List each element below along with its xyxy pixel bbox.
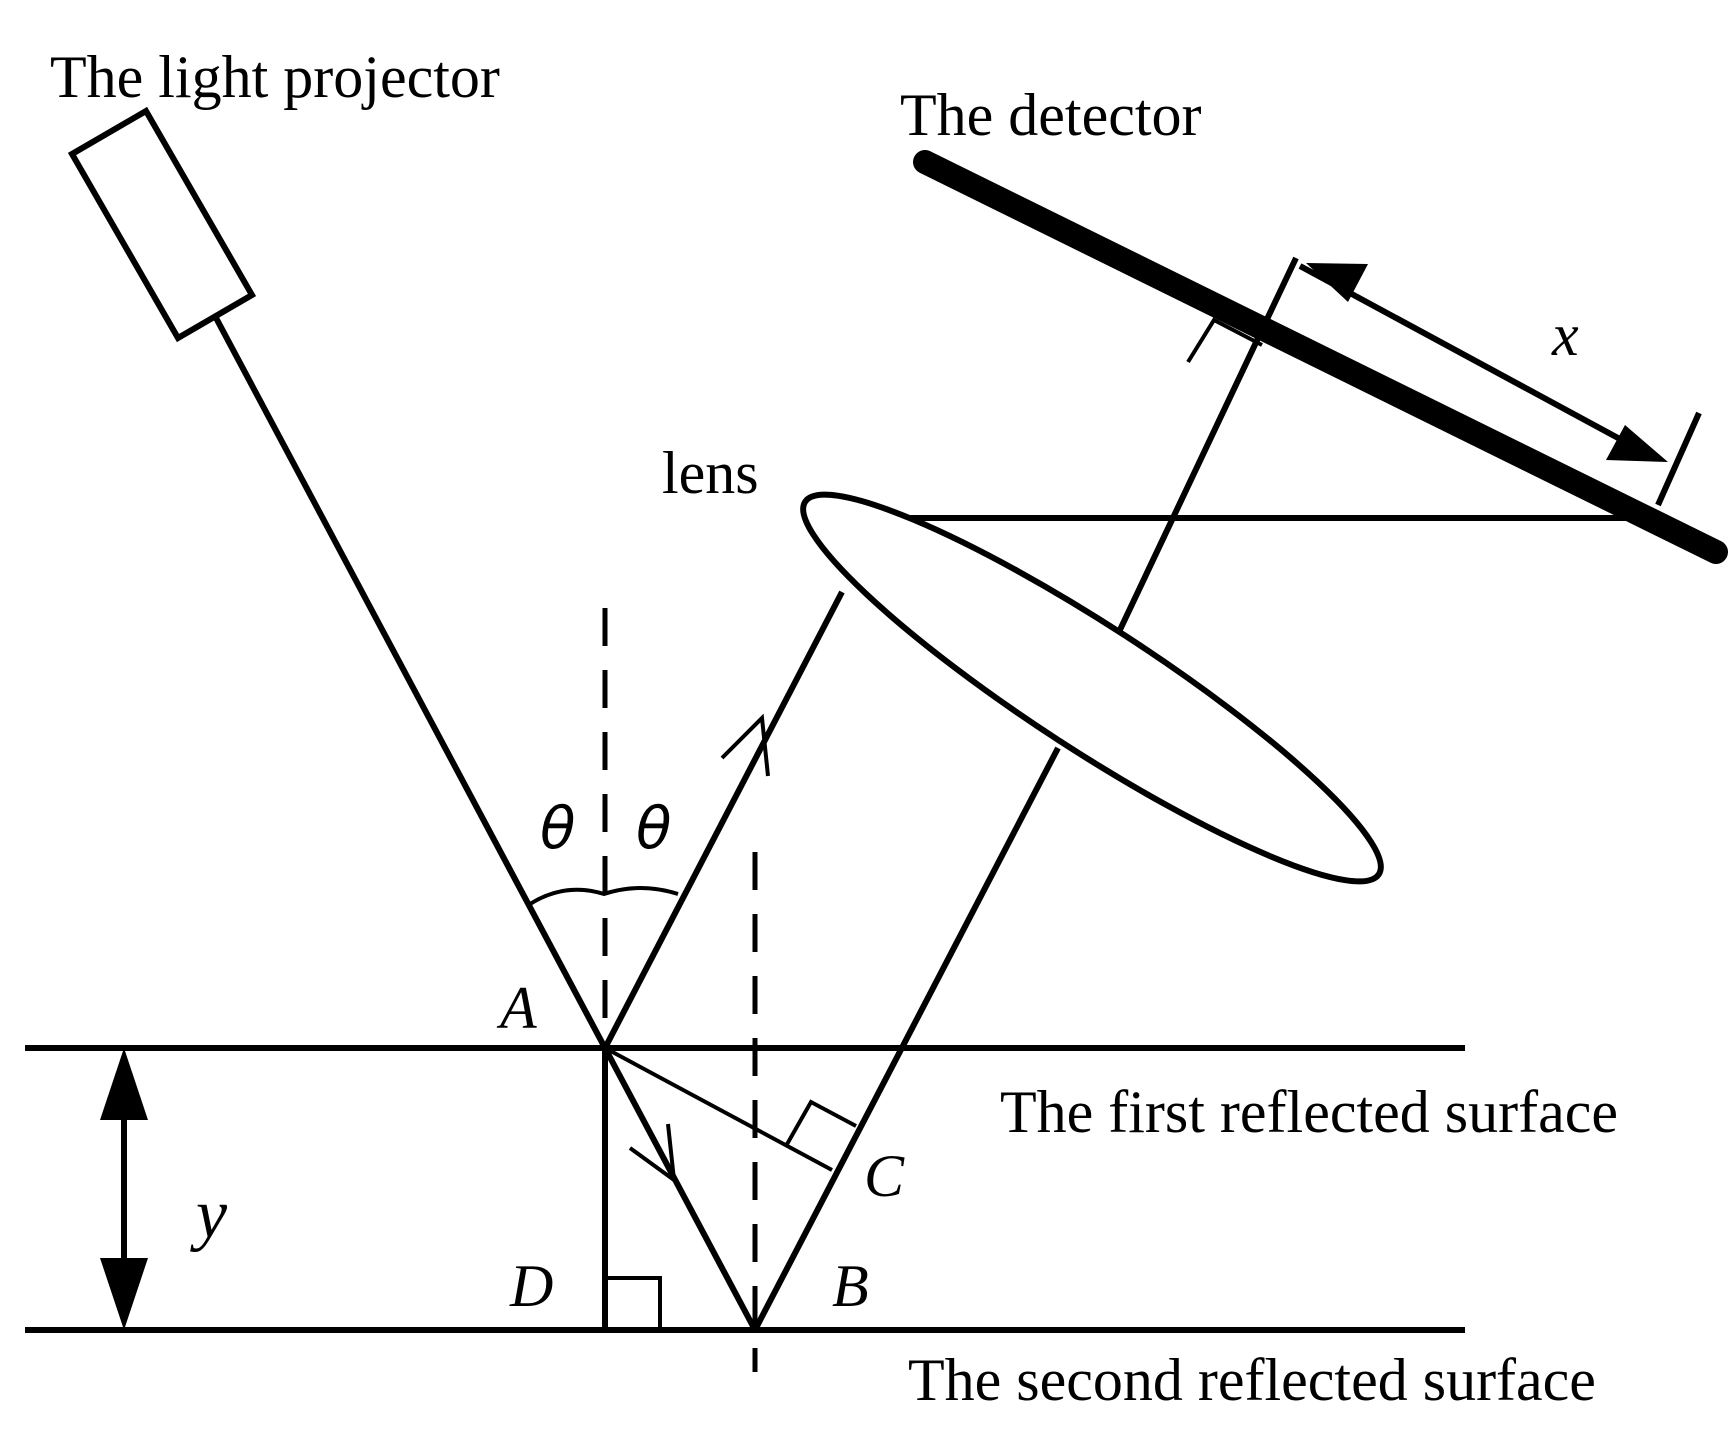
perpendicular-ac bbox=[604, 1046, 833, 1172]
y-arrowhead-top bbox=[100, 1048, 148, 1120]
point-a-label: A bbox=[496, 975, 537, 1041]
second-surface-label: The second reflected surface bbox=[908, 1347, 1596, 1413]
x-end-tick bbox=[1655, 411, 1702, 507]
x-dimension-line bbox=[1298, 263, 1657, 461]
light-projector-body bbox=[67, 106, 257, 343]
right-angle-mark-d bbox=[605, 1276, 662, 1330]
point-d-label: D bbox=[509, 1253, 553, 1319]
reflected-ray-a bbox=[602, 590, 845, 1050]
refracted-ray-arrowhead bbox=[628, 1123, 677, 1185]
right-angle-mark-detector bbox=[1186, 317, 1263, 364]
theta-angle-arc bbox=[528, 886, 679, 906]
theta-right-label: θ bbox=[636, 794, 672, 862]
incident-ray bbox=[212, 314, 608, 1050]
detector-bar bbox=[913, 150, 1728, 564]
reflected-ray-b bbox=[752, 746, 1061, 1332]
lens-ellipse bbox=[800, 491, 1384, 885]
lens-label: lens bbox=[662, 440, 759, 506]
x-arrowhead-end bbox=[1606, 425, 1668, 462]
detector-label: The detector bbox=[900, 82, 1202, 148]
theta-left-label: θ bbox=[540, 794, 576, 862]
point-b-label: B bbox=[832, 1253, 869, 1319]
right-angle-mark-c bbox=[784, 1099, 857, 1147]
first-surface-label: The first reflected surface bbox=[1000, 1079, 1618, 1145]
y-arrowhead-bottom bbox=[100, 1258, 148, 1330]
projector-label: The light projector bbox=[50, 44, 500, 110]
point-c-label: C bbox=[864, 1143, 905, 1209]
refracted-ray-ab bbox=[602, 1046, 758, 1332]
x-label: x bbox=[1551, 302, 1579, 368]
x-arrowhead-start bbox=[1306, 263, 1368, 302]
y-label: y bbox=[190, 1176, 228, 1253]
reflected-ray-arrowhead bbox=[720, 713, 770, 777]
